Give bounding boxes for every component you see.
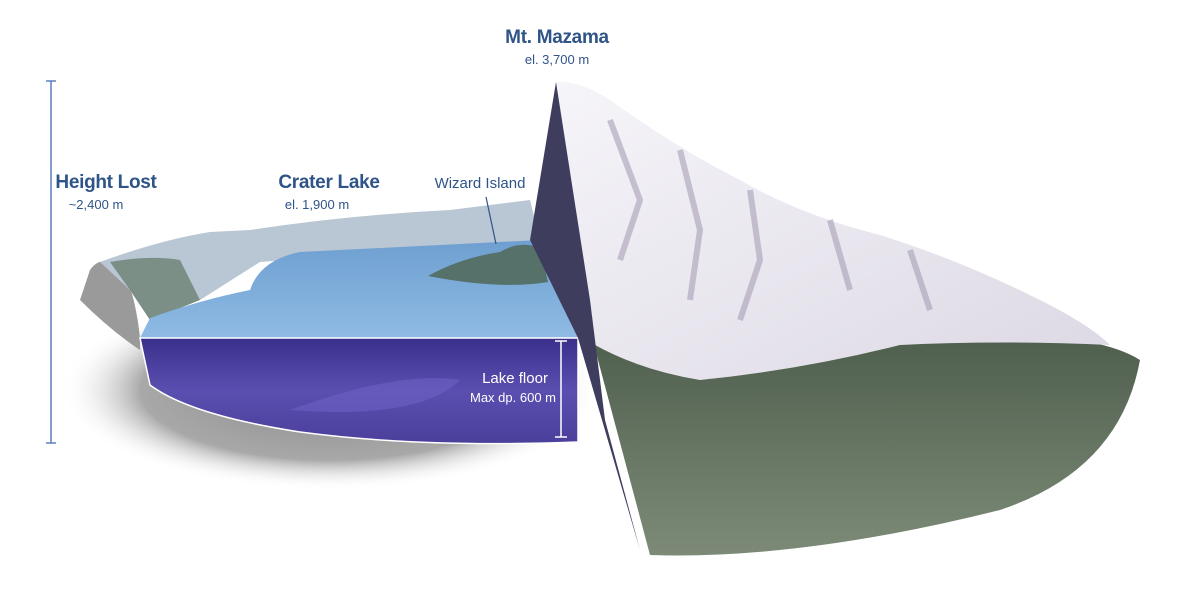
- caldera-forest-left: [110, 257, 200, 320]
- lake-floor-title: Lake floor: [482, 370, 548, 387]
- crater-lake-title: Crater Lake: [278, 172, 380, 193]
- height-lost-title: Height Lost: [55, 172, 157, 193]
- mountain-ridges: [607, 118, 933, 321]
- height-lost-value: ~2,400 m: [68, 197, 124, 212]
- lake-floor-depth: Max dp. 600 m: [470, 390, 556, 405]
- mazama-elevation: el. 3,700 m: [524, 52, 590, 67]
- caldera-walls: [100, 200, 540, 320]
- forest-slopes: [590, 330, 1140, 556]
- wizard-island-leader: [485, 196, 497, 245]
- crater-lake-elevation: el. 1,900 m: [284, 197, 350, 212]
- lake-depth-scale: [555, 340, 567, 438]
- wizard-island-label: Wizard Island: [434, 175, 526, 192]
- mazama-title: Mt. Mazama: [505, 27, 609, 48]
- height-lost-scale: [46, 80, 56, 444]
- cut-face: [530, 82, 640, 550]
- wizard-island: [428, 244, 548, 285]
- lake-floor-cone: [290, 378, 460, 412]
